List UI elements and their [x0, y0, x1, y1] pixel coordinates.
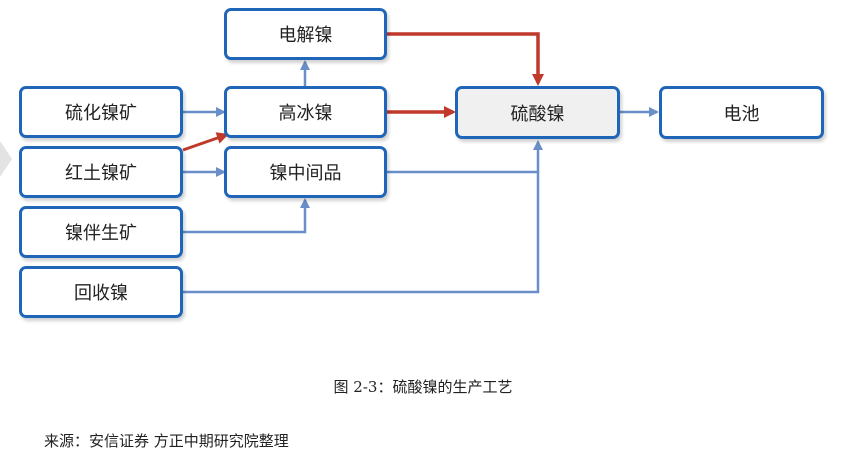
node-nickel-sulfide-ore: 硫化镍矿 [19, 86, 183, 138]
arrow-recycled-to-sulfate [183, 172, 540, 294]
node-nickel-sulfide-ore-label: 硫化镍矿 [65, 103, 137, 124]
node-laterite-nickel-ore-label: 红土镍矿 [65, 163, 137, 184]
node-laterite-nickel-ore: 红土镍矿 [19, 146, 183, 198]
node-electrolytic-nickel-label: 电解镍 [278, 25, 333, 46]
node-nickel-sulfate: 硫酸镍 [455, 86, 620, 139]
node-electrolytic-nickel: 电解镍 [224, 8, 387, 60]
node-nickel-sulfate-label: 硫酸镍 [510, 103, 565, 125]
node-nickel-matte: 高冰镍 [224, 86, 387, 138]
node-nickel-intermediate: 镍中间品 [224, 146, 387, 198]
arrow-associated-to-intermediate [183, 198, 310, 234]
node-associated-nickel-ore: 镍伴生矿 [19, 206, 183, 258]
node-battery: 电池 [659, 86, 824, 139]
figure-caption: 图 2-3：硫酸镍的生产工艺 [333, 378, 513, 396]
node-associated-nickel-ore-label: 镍伴生矿 [65, 223, 137, 244]
node-nickel-matte-label: 高冰镍 [278, 103, 333, 124]
flow-arrows [182, 32, 659, 294]
arrow-intermediate-to-sulfate [387, 140, 543, 174]
page-edge-marker [0, 141, 12, 177]
node-battery-label: 电池 [723, 103, 760, 125]
node-recycled-nickel: 回收镍 [19, 266, 183, 318]
arrow-electrolytic-to-sulfate [387, 32, 544, 86]
node-nickel-intermediate-label: 镍中间品 [269, 163, 342, 184]
node-recycled-nickel-label: 回收镍 [74, 283, 128, 304]
source-note: 来源：安信证券 方正中期研究院整理 [44, 432, 289, 450]
arrow-laterite-to-matte [182, 132, 229, 152]
